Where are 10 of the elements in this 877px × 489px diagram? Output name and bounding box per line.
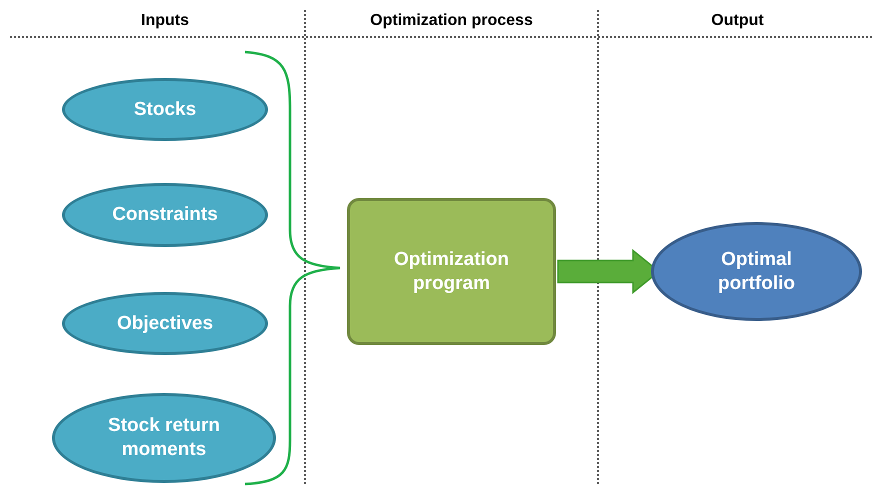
node-label: Stocks	[134, 98, 196, 122]
node-label: Constraints	[112, 203, 218, 227]
node-label: Objectives	[116, 312, 214, 336]
column-header: Output	[710, 12, 765, 30]
node-label: Stock return moments	[107, 414, 221, 462]
node-label: Optimization program	[392, 248, 510, 296]
column-header: Inputs	[140, 12, 190, 30]
column-header: Optimization process	[369, 12, 534, 30]
node-label: Optimal portfolio	[716, 248, 796, 296]
process-box	[347, 198, 556, 345]
